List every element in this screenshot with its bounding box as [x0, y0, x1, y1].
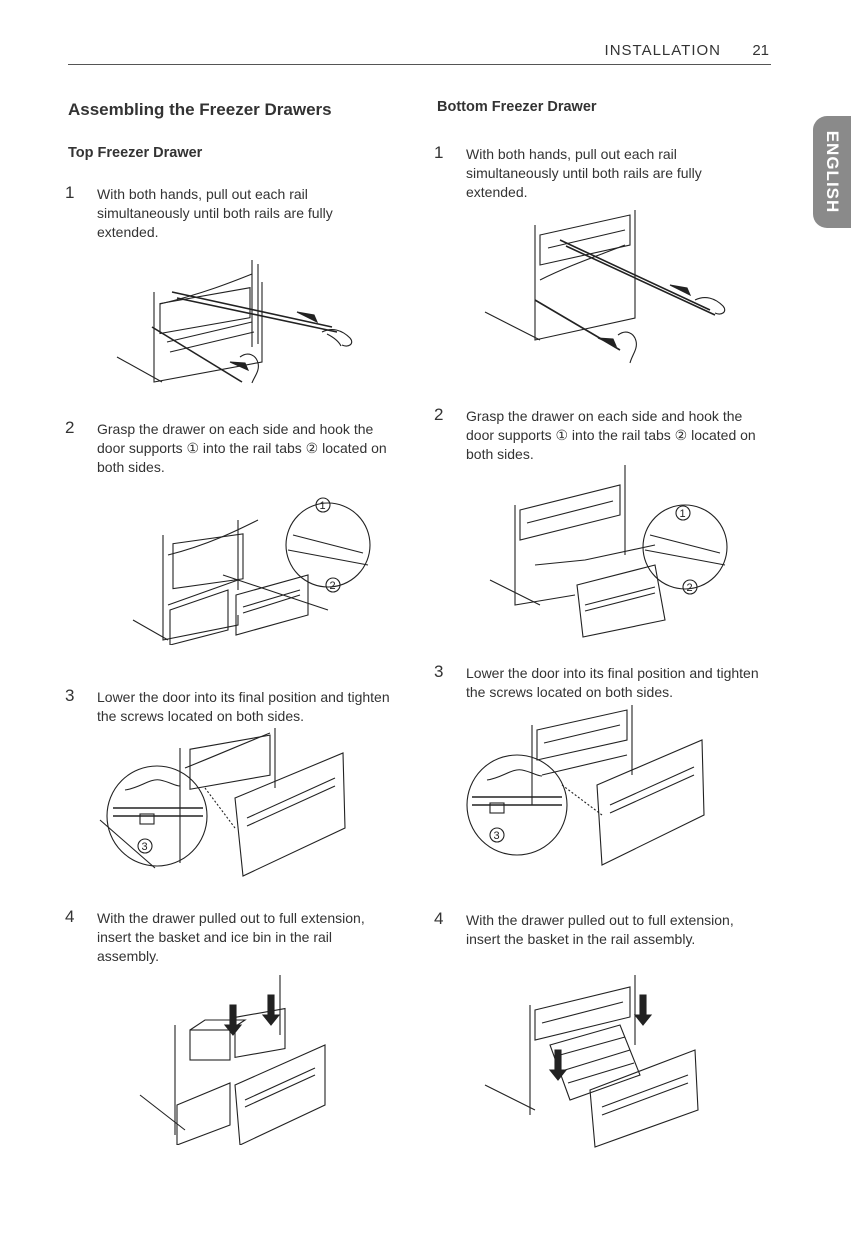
- left-step-1: 1 With both hands, pull out each rail si…: [65, 183, 397, 242]
- callout-3-label: 3: [494, 830, 500, 842]
- top-drawer-heading: Top Freezer Drawer: [68, 145, 203, 161]
- step-text: With the drawer pulled out to full exten…: [97, 910, 365, 964]
- step-text: Grasp the drawer on each side and hook t…: [466, 408, 756, 462]
- step-text: With the drawer pulled out to full exten…: [466, 912, 734, 947]
- step-text: With both hands, pull out each rail simu…: [97, 186, 333, 240]
- step-number: 1: [65, 183, 75, 202]
- left-step-2-illustration: 1 2: [128, 495, 378, 645]
- right-step-4-illustration: [480, 975, 710, 1150]
- step-number: 4: [65, 907, 75, 926]
- callout-1-label: 1: [680, 508, 686, 520]
- callout-2-label: 2: [330, 580, 336, 592]
- right-step-3: 3 Lower the door into its final position…: [434, 662, 766, 702]
- language-tab: ENGLISH: [813, 116, 851, 228]
- right-step-2-illustration: 1 2: [485, 465, 735, 640]
- left-step-3: 3 Lower the door into its final position…: [65, 686, 397, 726]
- step-number: 2: [434, 405, 444, 424]
- callout-2-label: 2: [687, 582, 693, 594]
- page-header: INSTALLATION 21: [68, 42, 771, 65]
- step-text: Lower the door into its final position a…: [97, 689, 390, 724]
- step-text: With both hands, pull out each rail simu…: [466, 146, 702, 200]
- right-step-4: 4 With the drawer pulled out to full ext…: [434, 909, 766, 949]
- left-step-4-illustration: [135, 975, 335, 1145]
- step-number: 2: [65, 418, 75, 437]
- right-step-3-illustration: 3: [462, 705, 712, 870]
- left-step-3-illustration: 3: [95, 728, 355, 878]
- step-number: 4: [434, 909, 444, 928]
- step-number: 1: [434, 143, 444, 162]
- right-step-1: 1 With both hands, pull out each rail si…: [434, 143, 766, 202]
- right-step-2: 2 Grasp the drawer on each side and hook…: [434, 405, 766, 464]
- left-step-2: 2 Grasp the drawer on each side and hook…: [65, 418, 397, 477]
- page-number: 21: [752, 42, 769, 59]
- section-heading: Assembling the Freezer Drawers: [68, 100, 332, 119]
- right-step-1-illustration: [480, 200, 740, 380]
- section-title: INSTALLATION: [604, 42, 721, 59]
- step-text: Grasp the drawer on each side and hook t…: [97, 421, 387, 475]
- step-number: 3: [434, 662, 444, 681]
- bottom-drawer-heading: Bottom Freezer Drawer: [437, 99, 597, 115]
- callout-1-label: 1: [320, 500, 326, 512]
- step-text: Lower the door into its final position a…: [466, 665, 759, 700]
- callout-3-label: 3: [142, 841, 148, 853]
- left-step-1-illustration: [112, 252, 372, 392]
- left-step-4: 4 With the drawer pulled out to full ext…: [65, 907, 397, 966]
- step-number: 3: [65, 686, 75, 705]
- language-tab-label: ENGLISH: [823, 130, 842, 214]
